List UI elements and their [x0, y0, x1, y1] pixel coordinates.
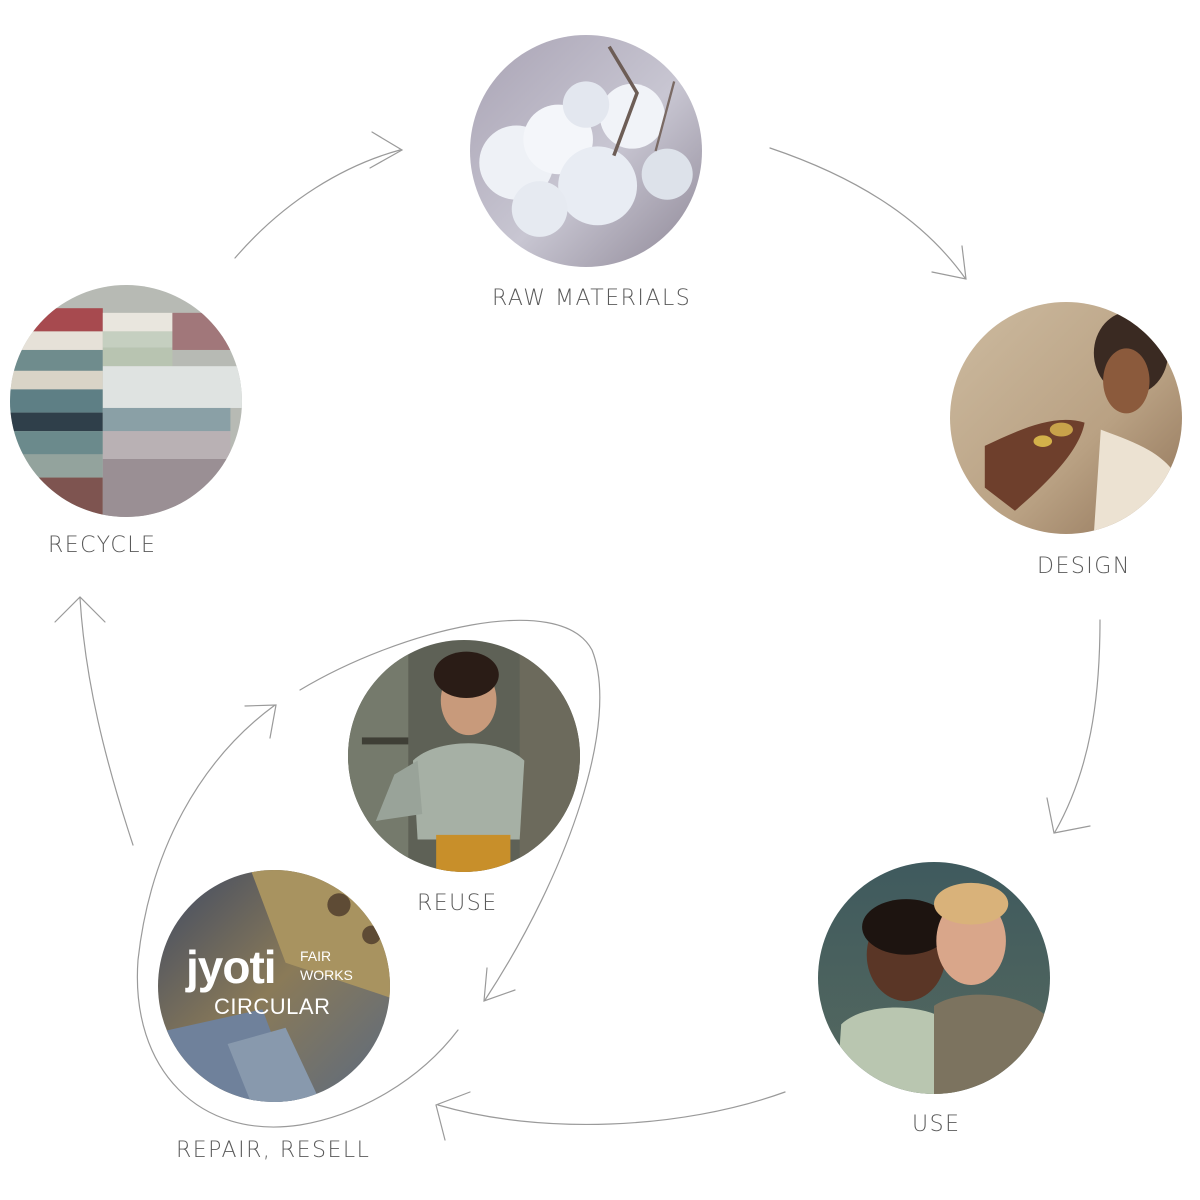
woman-photo [348, 640, 580, 872]
inner-loop-inner [136, 704, 459, 1128]
arrow-design-to-use [1054, 619, 1101, 833]
repair-resell-image: jyoti FAIR WORKS CIRCULAR [158, 870, 390, 1102]
arrowhead-inner-loop-up [244, 704, 277, 739]
arrowhead-inner-loop-down [483, 967, 516, 1002]
cotton-photo [470, 35, 702, 267]
arrowhead-design-to-use [1046, 797, 1091, 834]
use-label: USE [912, 1112, 961, 1137]
use-image [818, 862, 1050, 1094]
arrow-use-to-repair [437, 1091, 786, 1126]
brand-logo-text: jyoti [186, 941, 277, 993]
design-image [950, 302, 1182, 534]
arrow-recycle-to-raw [234, 149, 401, 259]
arrowhead-repair-to-recycle [54, 596, 106, 623]
brand-circular-text: CIRCULAR [214, 994, 331, 1019]
reuse-image [348, 640, 580, 872]
arrowhead-raw-to-design [931, 245, 967, 280]
brand-works-text: WORKS [300, 967, 353, 983]
repair-resell-label: REPAIR, RESELL [176, 1138, 371, 1163]
arrow-repair-to-recycle [79, 597, 134, 846]
design-label: DESIGN [1037, 554, 1131, 579]
raw-materials-image [470, 35, 702, 267]
arrowhead-recycle-to-raw [369, 131, 404, 169]
couple-photo [818, 862, 1050, 1094]
inner-loop-outer [299, 619, 601, 1001]
artisan-photo [950, 302, 1182, 534]
recycle-image [10, 285, 242, 517]
brand-fair-text: FAIR [300, 948, 332, 964]
arrow-raw-to-design [769, 147, 966, 279]
recycle-label: RECYCLE [48, 533, 157, 558]
raw-materials-label: RAW MATERIALS [492, 286, 692, 311]
reuse-label: REUSE [417, 891, 498, 916]
textiles-photo [10, 285, 242, 517]
arrowhead-use-to-repair [435, 1091, 471, 1141]
